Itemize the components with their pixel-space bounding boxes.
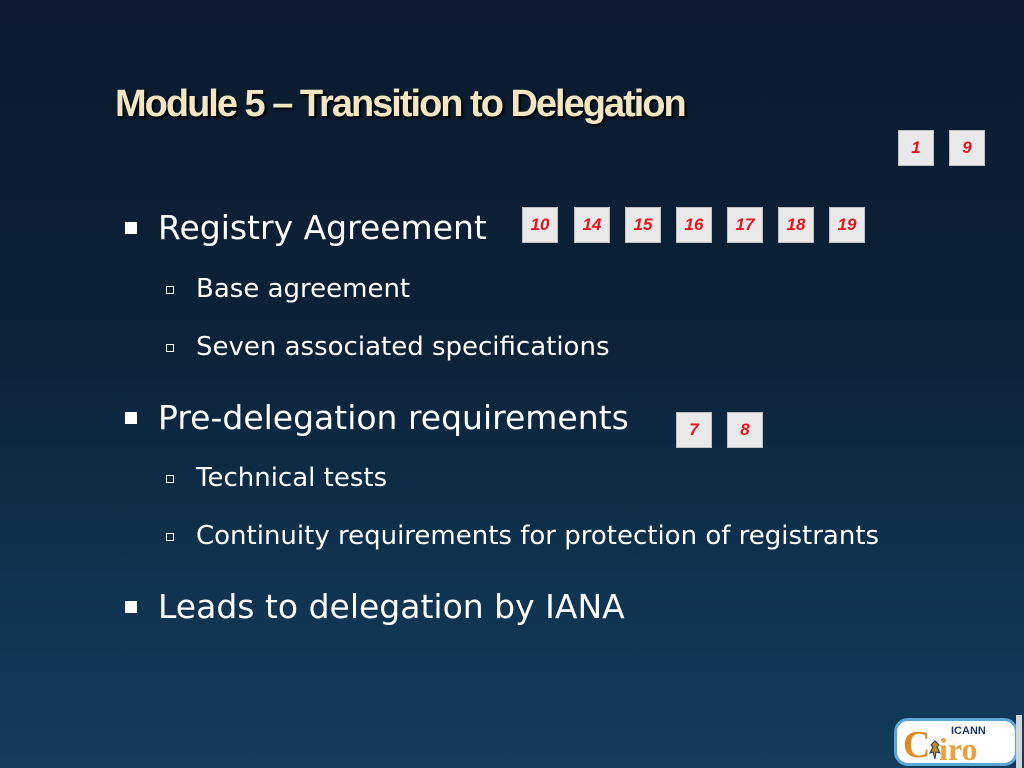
edge-bar [1016,715,1022,768]
bullet-registry-agreement: Registry Agreement [158,208,487,247]
subitem-seven-specifications: Seven associated specifications [196,332,610,362]
ref-box-17[interactable]: 17 [727,207,763,243]
ref-box-16[interactable]: 16 [676,207,712,243]
subitem-continuity: Continuity requirements for protection o… [196,521,880,551]
sub-bullet-square-icon [166,533,174,541]
ref-box-14[interactable]: 14 [574,207,610,243]
bullet-square-icon [125,222,137,234]
ref-box-7[interactable]: 7 [676,412,712,448]
ref-box-15[interactable]: 15 [625,207,661,243]
ref-box-18[interactable]: 18 [778,207,814,243]
logo-initial: C [903,724,931,766]
sub-bullet-square-icon [166,344,174,352]
bird-icon [929,740,941,760]
ref-box-19[interactable]: 19 [829,207,865,243]
sub-bullet-square-icon [166,286,174,294]
subitem-base-agreement: Base agreement [196,274,411,304]
logo-icann-text: ICANN [951,725,986,737]
bullet-square-icon [125,412,137,424]
ref-box-9[interactable]: 9 [949,130,985,166]
icann-cairo-logo: C iro ICANN [894,718,1018,766]
ref-box-8[interactable]: 8 [727,412,763,448]
slide-title: Module 5 – Transition to Delegation [115,83,687,125]
ref-box-10[interactable]: 10 [522,207,558,243]
sub-bullet-square-icon [166,475,174,483]
bullet-pre-delegation: Pre-delegation requirements [158,398,629,437]
bullet-square-icon [125,601,137,613]
ref-box-1[interactable]: 1 [898,130,934,166]
logo-rest: iro [939,731,978,766]
subitem-technical-tests: Technical tests [196,463,388,493]
bullet-leads-to-delegation: Leads to delegation by IANA [158,587,625,626]
